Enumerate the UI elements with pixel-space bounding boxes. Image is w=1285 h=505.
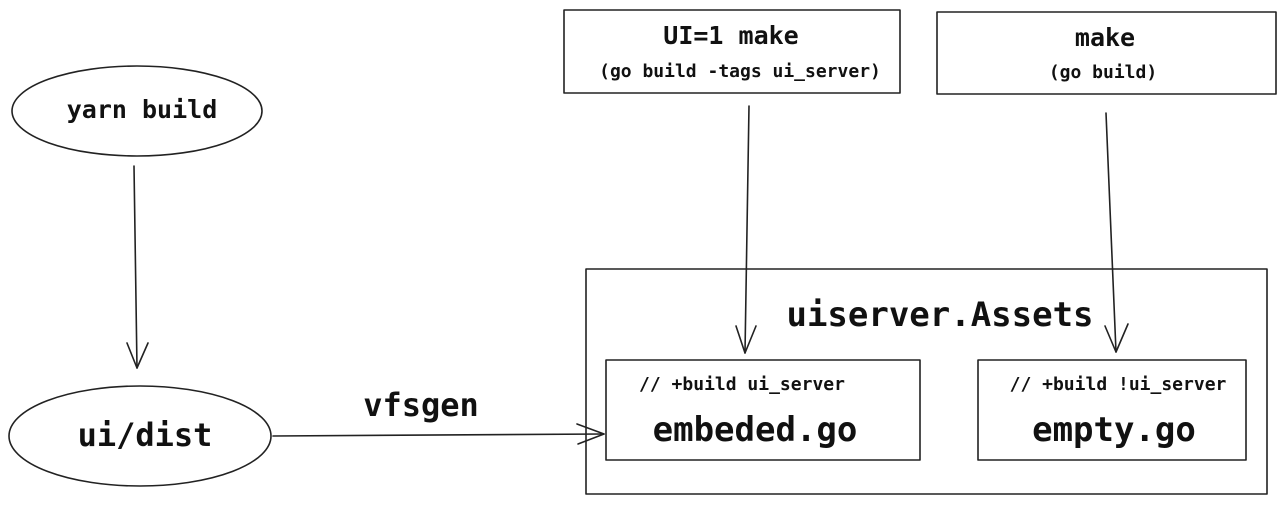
ui-make-title: UI=1 make [663, 21, 798, 50]
make-title: make [1075, 23, 1135, 52]
empty-build-tag: // +build !ui_server [1010, 374, 1227, 395]
vfsgen-label: vfsgen [363, 386, 479, 424]
arrow-yarn-to-dist-head [126, 342, 149, 369]
arrow-dist-to-embeded-head [576, 423, 605, 445]
ui-make-subtitle: (go build -tags ui_server) [599, 61, 881, 82]
arrow-ui-make-to-embeded-line [744, 105, 750, 354]
embeded-box [605, 359, 921, 461]
arrow-make-to-empty-line [1105, 112, 1117, 353]
empty-node: // +build !ui_server empty.go [977, 359, 1247, 461]
arrow-ui-make-to-embeded-head [735, 325, 757, 354]
ui-dist-node: ui/dist [8, 385, 272, 487]
assets-box [585, 268, 1268, 495]
yarn-build-ellipse [11, 65, 263, 157]
arrow-yarn-to-dist [126, 165, 149, 369]
arrow-make-to-empty [1104, 112, 1129, 353]
ui-make-box [563, 9, 901, 94]
yarn-build-label: yarn build [67, 95, 218, 124]
ui-dist-label: ui/dist [78, 416, 213, 454]
assets-title: uiserver.Assets [786, 295, 1093, 335]
make-box [936, 11, 1277, 95]
arrow-make-to-empty-head [1104, 323, 1129, 353]
yarn-build-node: yarn build [11, 65, 263, 157]
ui-make-node: UI=1 make (go build -tags ui_server) [563, 9, 901, 94]
empty-box [977, 359, 1247, 461]
ui-dist-ellipse [8, 385, 272, 487]
arrow-yarn-to-dist-line [133, 165, 138, 369]
arrow-dist-to-embeded-line [272, 433, 605, 437]
assets-container: uiserver.Assets [585, 268, 1268, 495]
embeded-build-tag: // +build ui_server [639, 374, 845, 395]
arrow-ui-make-to-embeded [735, 105, 757, 354]
make-node: make (go build) [936, 11, 1277, 95]
embeded-filename: embeded.go [653, 410, 858, 450]
arrow-dist-to-embeded: vfsgen [272, 386, 605, 445]
embeded-node: // +build ui_server embeded.go [605, 359, 921, 461]
empty-filename: empty.go [1032, 410, 1196, 450]
make-subtitle: (go build) [1049, 62, 1157, 83]
